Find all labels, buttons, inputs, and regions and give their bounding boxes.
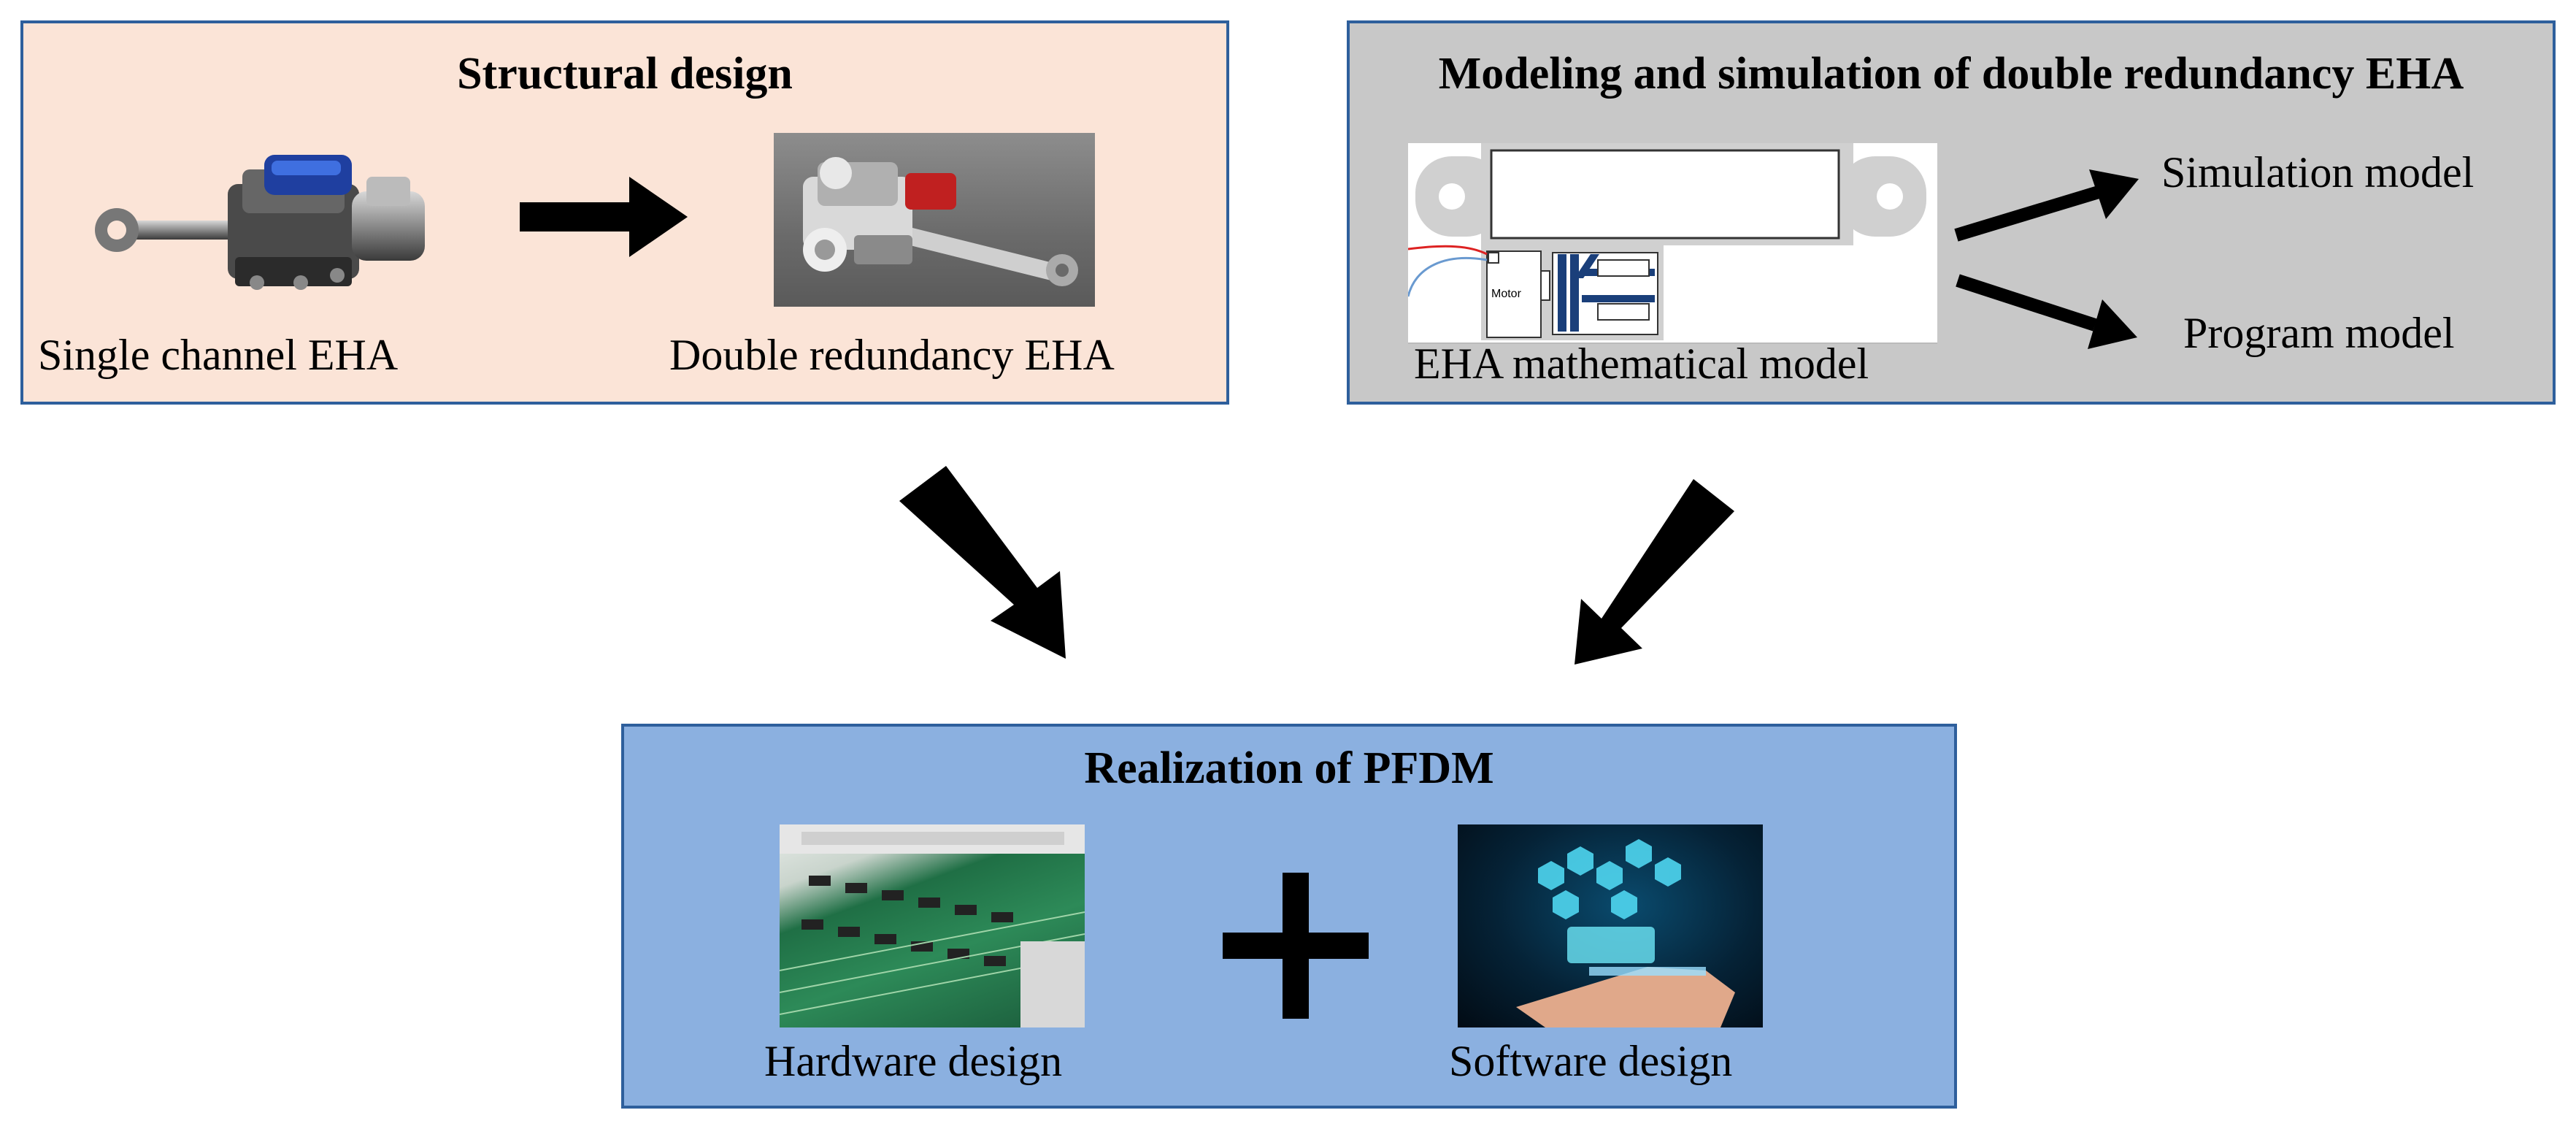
double-redundancy-eha-label: Double redundancy EHA [669,331,1115,379]
arrow-modeling-to-pfdm-icon [1575,479,1734,665]
double-redundancy-eha-image [774,133,1095,307]
modeling-simulation-title: Modeling and simulation of double redund… [1438,49,2464,99]
pfdm-realization-panel: Realization of PFDM [621,724,1957,1109]
hardware-board-image [780,824,1085,1027]
modeling-simulation-panel: Modeling and simulation of double redund… [1347,20,2556,405]
structural-design-panel: Structural design [20,20,1229,405]
hardware-design-label: Hardware design [764,1037,1063,1085]
structural-design-title: Structural design [457,49,793,99]
program-model-label: Program model [2183,309,2455,357]
software-interface-image [1458,824,1763,1027]
simulation-model-label: Simulation model [2161,148,2475,196]
arrow-structural-to-pfdm-icon [899,466,1066,659]
software-design-label: Software design [1449,1037,1733,1085]
right-arrow-icon [520,177,688,257]
pfdm-title: Realization of PFDM [1084,743,1494,793]
eha-mathematical-model-label: EHA mathematical model [1414,340,1869,388]
plus-icon [1223,873,1369,1019]
motor-label: Motor [1491,288,1521,300]
eha-schematic: Motor [1408,143,1937,344]
single-channel-eha-image [89,133,461,308]
single-channel-eha-label: Single channel EHA [38,331,399,379]
